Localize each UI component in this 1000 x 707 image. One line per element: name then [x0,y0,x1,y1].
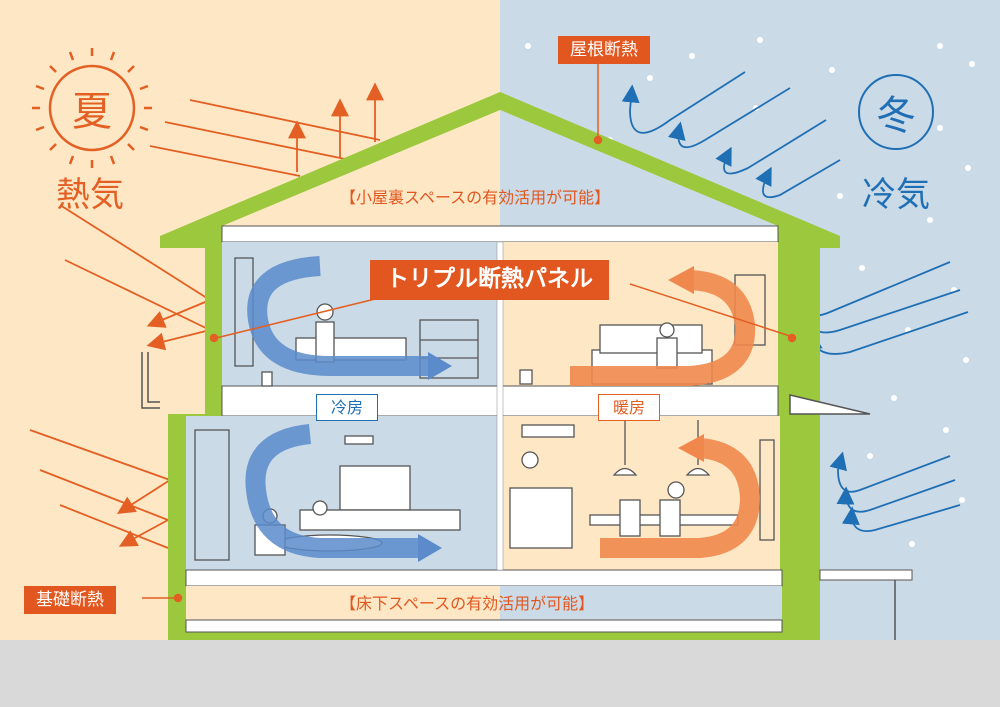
heating-flow-lower [600,438,761,558]
summer-heat-label: 熱気 [56,175,124,215]
summer-label: 夏 [72,89,112,135]
cooling-arrowhead-lower [418,534,442,562]
sun-icon [32,48,152,168]
cooling-flow-upper [247,256,430,376]
heating-flow-upper [570,270,756,386]
cooling-flow-lower [245,424,420,558]
attic-space-note: 【小屋裏スペースの有効活用が可能】 [340,188,611,207]
ground [0,640,1000,707]
winter-label: 冬 [858,74,934,150]
snow-dots [525,37,975,547]
cooling-label: 冷房 [316,394,379,422]
cooling-arrowhead-upper [428,352,452,380]
heating-arrowhead-upper [668,266,694,294]
winter-cold-label: 冷気 [862,175,930,215]
heating-label: 暖房 [598,394,661,422]
foundation-insulation-label: 基礎断熱 [24,586,116,615]
heat-rays [29,82,384,549]
roof-insulation-label: 屋根断熱 [558,36,650,65]
heating-arrowhead-lower [678,434,704,462]
triple-insulation-panel-label: トリプル断熱パネル [370,260,609,300]
underfloor-space-note: 【床下スペースの有効活用が可能】 [340,594,595,613]
